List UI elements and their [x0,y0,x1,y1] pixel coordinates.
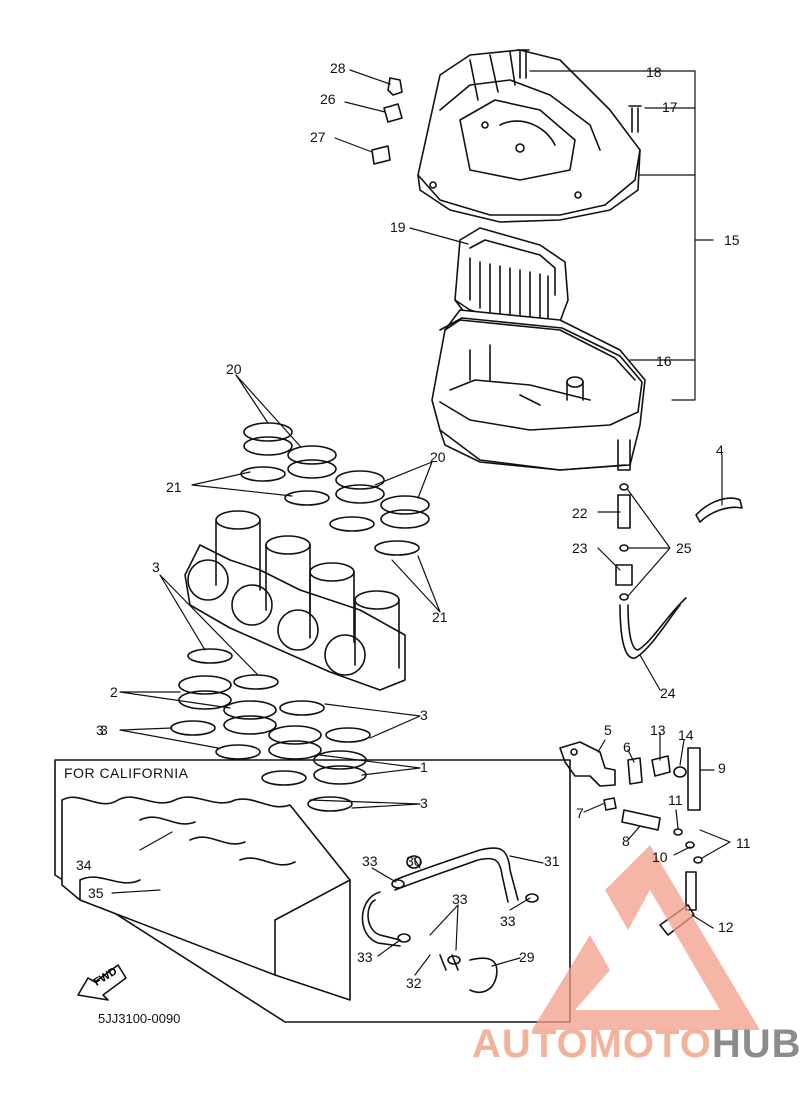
callout-31: 31 [544,853,560,869]
california-box [54,759,571,1023]
damper-26 [383,103,403,123]
callout-22: 22 [572,505,588,521]
callout-11: 11 [736,835,751,851]
callout-33: 33 [452,891,468,907]
callout-3: 3 [420,795,428,811]
intake-joints [243,422,430,529]
valve-assembly [559,741,703,936]
callout-35: 35 [88,885,104,901]
callout-2: 2 [110,684,118,700]
callout-8: 8 [622,833,630,849]
callout-14: 14 [678,727,694,743]
callout-6: 6 [623,739,631,755]
callout-3: 3 [152,559,160,575]
california-label: FOR CALIFORNIA [64,765,189,781]
carb-joints [178,675,367,785]
callout-15: 15 [724,232,740,248]
cover-34-35 [61,796,351,1001]
callout-28: 28 [330,60,346,76]
callout-30: 30 [406,853,422,869]
callout-5: 5 [604,722,612,738]
callout-4: 4 [716,442,724,458]
callout-21: 21 [166,479,182,495]
callout-21: 21 [432,609,448,625]
collar-27 [371,145,391,165]
callout-33: 33 [362,853,378,869]
callout-32: 32 [406,975,422,991]
watermark-triangle [532,845,760,1030]
callout-7: 7 [576,805,584,821]
callout-20: 20 [430,449,446,465]
callout-3: 3 [100,722,108,738]
callout-33: 33 [500,913,516,929]
callout-20: 20 [226,361,242,377]
callout-23: 23 [572,540,588,556]
leader-lines [111,69,731,976]
callout-27: 27 [310,129,326,145]
callout-18: 18 [646,64,662,80]
clip-4 [695,497,743,523]
drain-hose-assembly [615,483,687,659]
callout-26: 26 [320,91,336,107]
callout-3: 3 [420,707,428,723]
bolt-18 [516,49,530,79]
screw-28 [387,77,403,96]
watermark-part-b: HUB [711,1022,800,1066]
airbox-cover [417,49,641,223]
callout-29: 29 [519,949,535,965]
callout-24: 24 [660,685,676,701]
callout-34: 34 [76,857,92,873]
fwd-arrow [77,964,127,1001]
diagram-code: 5JJ3100-0090 [98,1011,181,1026]
callout-17: 17 [662,99,678,115]
airbox-case [431,309,646,471]
callout-12: 12 [718,919,734,935]
watermark-logo: AUTOMOTOHUB [472,1022,800,1067]
callout-19: 19 [390,219,406,235]
carburetor-assembly [184,510,406,691]
evap-hoses [361,847,539,994]
callout-16: 16 [656,353,672,369]
callout-33: 33 [357,949,373,965]
callout-3: 3 [96,722,104,738]
callout-25: 25 [676,540,692,556]
callout-13: 13 [650,722,666,738]
callout-11: 11 [668,792,683,808]
callout-9: 9 [718,760,726,776]
bolt-17 [628,105,642,133]
watermark-part-a: AUTOMOTO [472,1022,712,1066]
callout-10: 10 [652,849,668,865]
callout-1: 1 [420,759,428,775]
